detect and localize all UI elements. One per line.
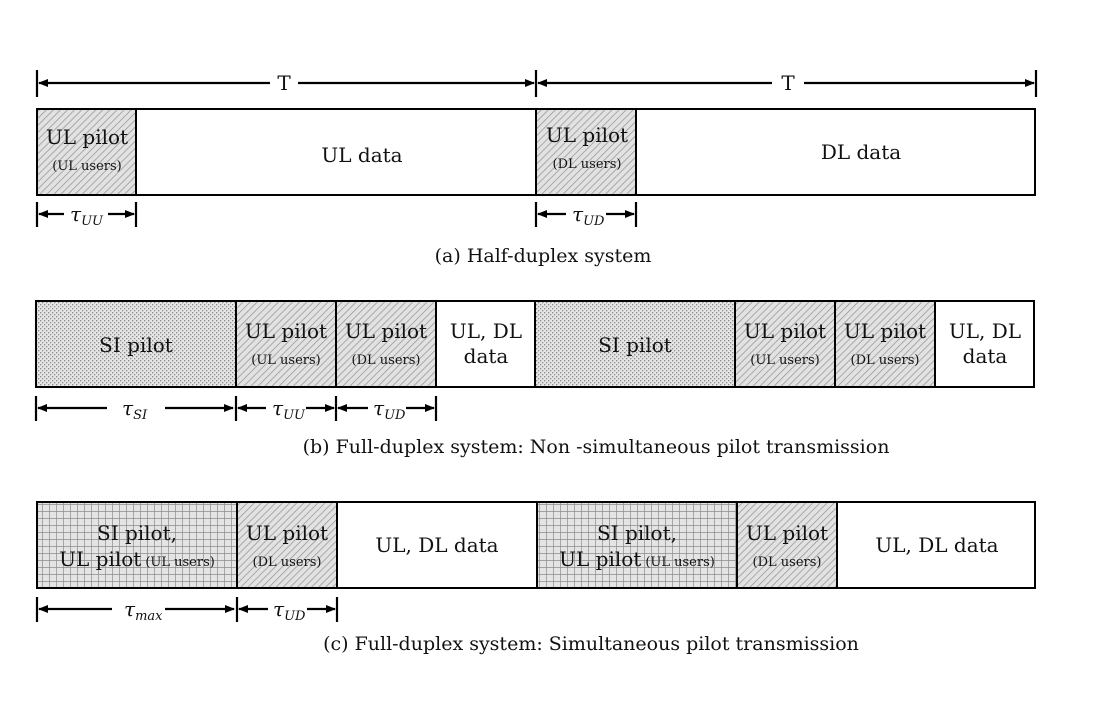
ul-users-label-1: (UL users) <box>251 353 321 368</box>
block-si-ul-pilot-1 <box>36 501 238 589</box>
dl-users-label-c2: (DL users) <box>753 555 822 570</box>
dl-users-label-1: (DL users) <box>352 353 421 368</box>
block-dl-data <box>635 108 1036 196</box>
ul-pilot-label-c4: UL pilot <box>746 521 828 545</box>
block-ul-pilot-dl-users-c1 <box>236 501 338 589</box>
block-si-pilot-2 <box>534 300 736 388</box>
ul-pilot-label-c2: UL pilot <box>246 521 328 545</box>
block-ul-pilot-ul-users-2 <box>734 300 836 388</box>
tau-max-symbol: τmax <box>124 597 163 624</box>
data-label-1-line1: UL, DL <box>450 319 522 343</box>
ul-pilot-ul-users-c2: UL pilot(UL users) <box>559 547 715 571</box>
block-ul-pilot-dl-users <box>535 108 637 196</box>
si-pilot-label-2: SI pilot <box>598 333 672 357</box>
period-arrow-1: T <box>35 70 535 97</box>
block-si-ul-pilot-2 <box>536 501 738 589</box>
block-ul-pilot-dl-users-1 <box>335 300 437 388</box>
ul-pilot-label-2: UL pilot <box>546 123 628 147</box>
tau-ud-arrow: τUD <box>534 202 638 229</box>
dl-users-label-c1: (DL users) <box>253 555 322 570</box>
block-ul-pilot-dl-users-2 <box>834 300 936 388</box>
tau-ud-arrow-b: τUD <box>334 396 438 423</box>
tau-uu-arrow-b: τUU <box>234 396 335 423</box>
data-label-2-line1: UL, DL <box>949 319 1021 343</box>
tau-si-arrow: τSI <box>34 396 234 423</box>
data-label-c2: UL, DL data <box>875 533 998 557</box>
tau-uu-symbol: τUU <box>70 202 104 229</box>
tau-ud-arrow-c: τUD <box>235 597 339 624</box>
tau-uu-symbol-b: τUU <box>272 396 306 423</box>
ul-users-label: (UL users) <box>52 159 122 174</box>
data-label-c1: UL, DL data <box>375 533 498 557</box>
dl-data-label: DL data <box>821 140 901 164</box>
tau-ud-symbol-c: τUD <box>273 597 306 624</box>
dl-users-label: (DL users) <box>553 157 622 172</box>
diagram-a: T T UL pilot (UL users) UL data UL pilot… <box>35 70 1038 267</box>
si-pilot-label-1: SI pilot <box>99 333 173 357</box>
data-label-1-line2: data <box>464 344 509 368</box>
block-ul-pilot-ul-users <box>36 108 137 196</box>
block-si-pilot-1 <box>35 300 237 388</box>
block-ul-data <box>135 108 537 196</box>
block-ul-pilot-ul-users-1 <box>235 300 337 388</box>
ul-pilot-label-1: UL pilot <box>245 319 327 343</box>
diagram-c: SI pilot, UL pilot(UL users) UL pilot (D… <box>35 501 1036 655</box>
si-pilot-label-c2: SI pilot, <box>597 521 677 545</box>
ul-pilot-ul-users-c1: UL pilot(UL users) <box>59 547 215 571</box>
tau-uu-arrow: τUU <box>35 202 138 229</box>
dl-users-label-2: (DL users) <box>851 353 920 368</box>
period-arrow-2: T <box>534 70 1038 97</box>
block-data-c2 <box>836 501 1036 589</box>
block-data-1 <box>435 300 536 388</box>
caption-a: (a) Half-duplex system <box>435 245 652 267</box>
tau-ud-symbol-b: τUD <box>373 396 406 423</box>
ul-pilot-label: UL pilot <box>46 125 128 149</box>
tau-ud-symbol: τUD <box>572 202 605 229</box>
ul-pilot-label-3: UL pilot <box>744 319 826 343</box>
tau-max-arrow: τmax <box>35 597 235 624</box>
caption-b: (b) Full-duplex system: Non -simultaneou… <box>303 436 890 458</box>
tau-si-symbol: τSI <box>122 396 148 423</box>
ul-pilot-label-2: UL pilot <box>345 319 427 343</box>
block-data-2 <box>934 300 1035 388</box>
data-label-2-line2: data <box>963 344 1008 368</box>
block-data-c1 <box>336 501 538 589</box>
caption-c: (c) Full-duplex system: Simultaneous pil… <box>323 633 859 655</box>
ul-data-label: UL data <box>321 143 402 167</box>
period-label-1: T <box>277 71 291 95</box>
diagram-b: SI pilot UL pilot (UL users) UL pilot (D… <box>34 300 1035 458</box>
ul-pilot-label-4: UL pilot <box>844 319 926 343</box>
si-pilot-label-c1: SI pilot, <box>97 521 177 545</box>
ul-users-label-2: (UL users) <box>750 353 820 368</box>
period-label-2: T <box>781 71 795 95</box>
block-ul-pilot-dl-users-c2 <box>736 501 838 589</box>
